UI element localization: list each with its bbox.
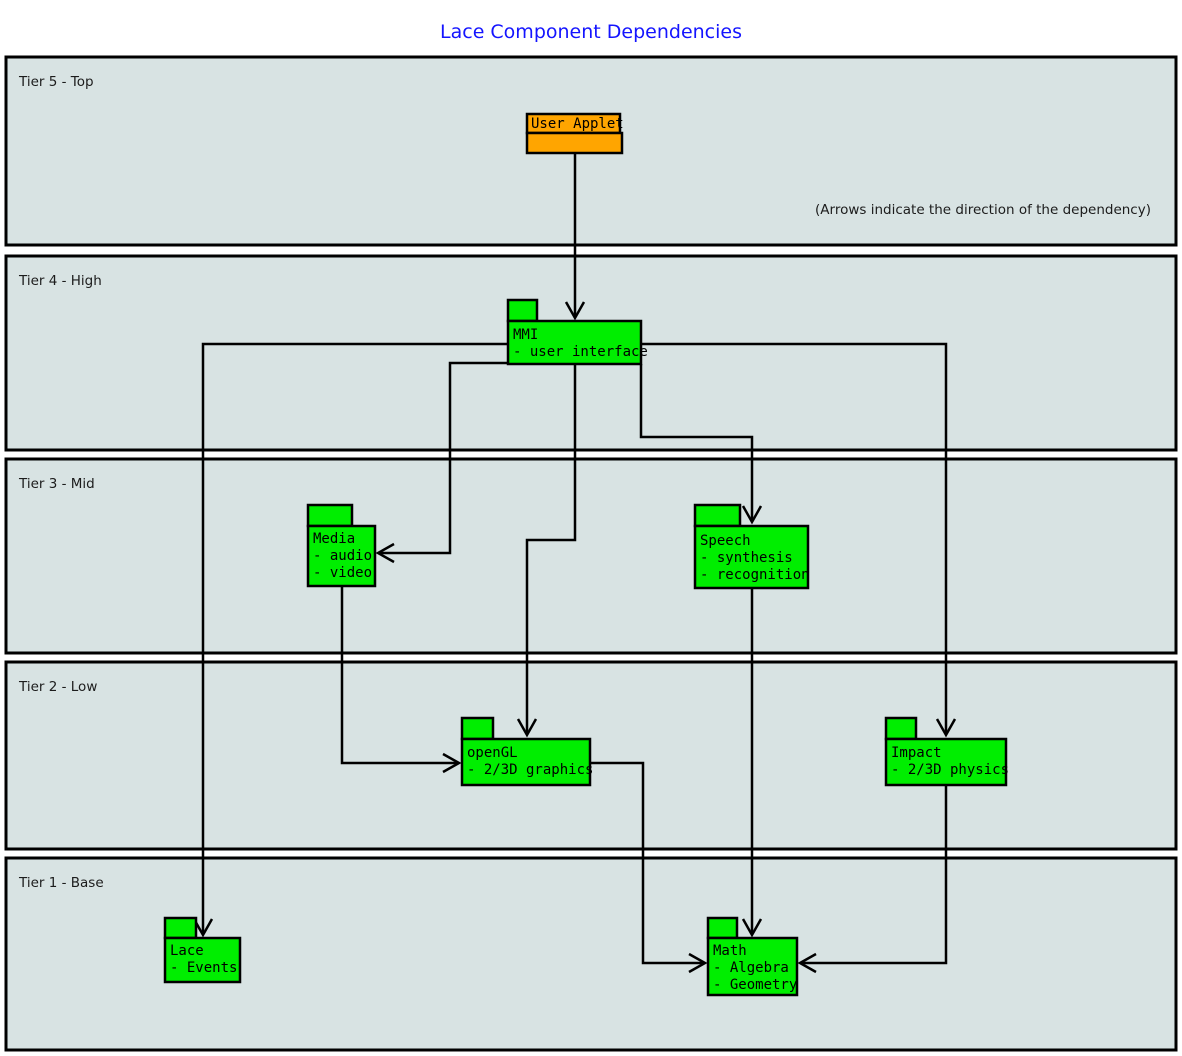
- edge-arrowhead-icon: [741, 918, 763, 938]
- tier-label-tier2: Tier 2 - Low: [18, 679, 97, 695]
- package-text-line: Impact: [891, 745, 942, 761]
- package-label-opengl: openGL- 2/3D graphics: [467, 745, 593, 778]
- dependency-edge-mmi-to-media: [375, 361, 508, 564]
- package-label-media: Media- audio- video: [313, 531, 372, 581]
- dependency-edge-mmi-to-speech: [639, 364, 763, 525]
- tier-label-tier5: Tier 5 - Top: [18, 74, 94, 90]
- dependency-edge-opengl-to-math: [590, 761, 708, 974]
- package-text-line: - Algebra: [713, 960, 789, 976]
- edge-arrowhead-icon: [741, 505, 763, 525]
- dependency-edge-group: [192, 153, 957, 974]
- package-text-line: - user interface: [513, 344, 648, 360]
- package-tab: [306, 503, 354, 528]
- package-body: [884, 737, 1008, 787]
- edge-arrowhead-icon: [797, 952, 817, 974]
- edge-path: [641, 342, 948, 735]
- package-tab: [884, 716, 918, 741]
- package-impact[interactable]: Impact- 2/3D physics: [884, 716, 1009, 787]
- dependency-edge-mmi-to-impact: [641, 342, 957, 738]
- package-text-line: - audio: [313, 548, 372, 564]
- package-media[interactable]: Media- audio- video: [306, 503, 377, 588]
- package-label-impact: Impact- 2/3D physics: [891, 745, 1009, 778]
- package-label-mmi: MMI- user interface: [513, 327, 648, 360]
- package-body: [306, 524, 377, 588]
- package-body: [693, 524, 810, 590]
- package-tab: [163, 916, 198, 940]
- package-body: [525, 131, 624, 155]
- package-speech[interactable]: Speech- synthesis- recognition: [693, 503, 810, 590]
- dependency-edge-speech-to-math: [741, 588, 763, 938]
- package-body: [460, 737, 592, 787]
- edge-path: [340, 586, 459, 765]
- package-text-line: openGL: [467, 745, 518, 761]
- package-tab: [706, 916, 739, 940]
- package-text-line: - synthesis: [700, 550, 793, 566]
- tier-band-tier4: Tier 4 - High: [4, 254, 1178, 452]
- package-label-lace: Lace- Events: [170, 943, 237, 976]
- edge-arrowhead-icon: [564, 301, 586, 321]
- dependency-edge-media-to-opengl: [340, 586, 462, 774]
- tier-band-tier3: Tier 3 - Mid: [4, 457, 1178, 655]
- package-label-math: Math- Algebra- Geometry: [713, 943, 797, 993]
- package-text-line: - 2/3D physics: [891, 762, 1009, 778]
- package-math[interactable]: Math- Algebra- Geometry: [706, 916, 799, 997]
- package-body: [163, 936, 242, 984]
- dependency-edge-mmi-to-opengl: [516, 364, 577, 738]
- package-text-line: - Geometry: [713, 977, 797, 993]
- package-text-line: Media: [313, 531, 355, 547]
- package-text-line: - 2/3D graphics: [467, 762, 593, 778]
- package-text-line: User Applet: [531, 116, 624, 132]
- edge-arrowhead-icon: [688, 952, 708, 974]
- dependency-edge-impact-to-math: [797, 785, 948, 974]
- package-body: [706, 936, 799, 997]
- edge-path: [378, 361, 508, 555]
- edge-path: [639, 364, 754, 522]
- tier-label-tier3: Tier 3 - Mid: [18, 476, 95, 492]
- tier-label-tier4: Tier 4 - High: [18, 273, 102, 289]
- package-text-line: Math: [713, 943, 747, 959]
- package-tab: [460, 716, 495, 741]
- package-tab: [693, 503, 742, 528]
- edge-path: [201, 342, 508, 935]
- edge-arrowhead-icon: [935, 718, 957, 738]
- package-text-line: Lace: [170, 943, 204, 959]
- tier-label-tier1: Tier 1 - Base: [18, 875, 104, 891]
- package-text-line: - recognition: [700, 567, 810, 583]
- package-opengl[interactable]: openGL- 2/3D graphics: [460, 716, 593, 787]
- package-lace[interactable]: Lace- Events: [163, 916, 242, 984]
- arrow-direction-note: (Arrows indicate the direction of the de…: [815, 202, 1151, 218]
- tier-band-rect: [4, 457, 1178, 655]
- package-tab: [506, 298, 539, 323]
- package-user-applet[interactable]: User Applet: [525, 112, 624, 155]
- package-text-line: - video: [313, 565, 372, 581]
- edge-arrowhead-icon: [375, 542, 395, 564]
- page-title: Lace Component Dependencies: [440, 21, 742, 43]
- package-mmi[interactable]: MMI- user interface: [506, 298, 648, 366]
- edge-arrowhead-icon: [442, 752, 462, 774]
- edge-path: [800, 785, 948, 965]
- edge-path: [525, 364, 577, 735]
- package-text-line: - Events: [170, 960, 237, 976]
- package-body: [506, 319, 643, 366]
- edge-path: [590, 761, 705, 965]
- tier-band-rect: [4, 254, 1178, 452]
- edge-arrowhead-icon: [516, 718, 538, 738]
- package-label-speech: Speech- synthesis- recognition: [700, 533, 810, 583]
- package-text-line: MMI: [513, 327, 538, 343]
- package-text-line: Speech: [700, 533, 751, 549]
- dependency-edge-applet-to-mmi: [564, 153, 586, 321]
- package-label-user-applet: User Applet: [531, 116, 624, 132]
